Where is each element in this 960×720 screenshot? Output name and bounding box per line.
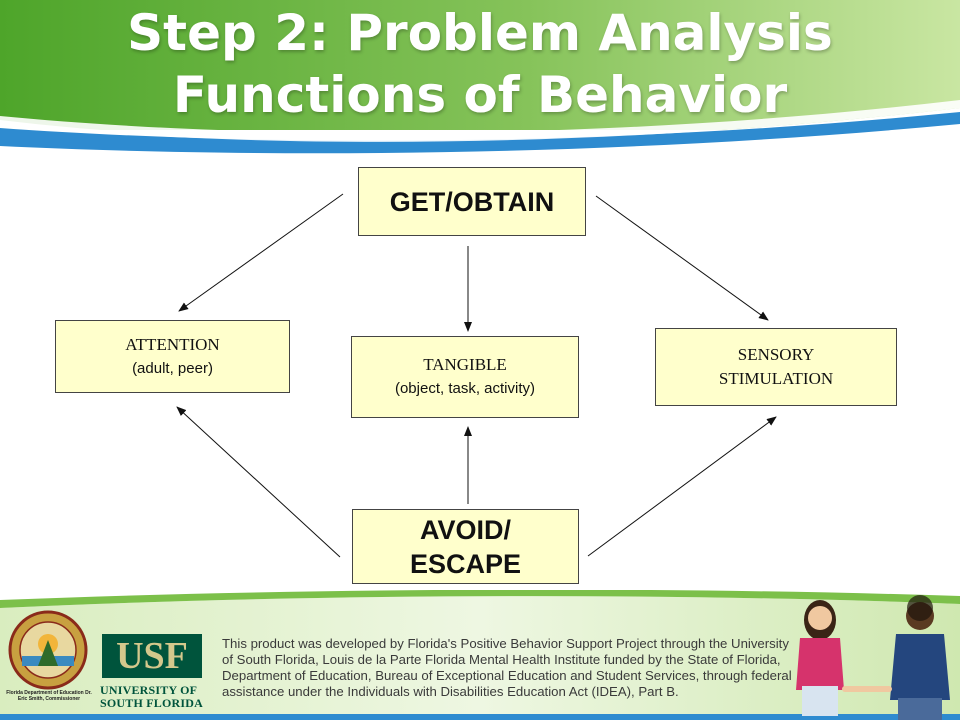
- usf-logo: USF: [102, 634, 202, 678]
- florida-seal-icon: [8, 610, 88, 690]
- arrow-get-to-sensory: [595, 195, 769, 321]
- title-line-2: Functions of Behavior: [172, 66, 788, 124]
- usf-name: UNIVERSITY OF SOUTH FLORIDA: [100, 684, 210, 710]
- box-attention: ATTENTION (adult, peer): [55, 320, 290, 393]
- title-line-1: Step 2: Problem Analysis: [127, 4, 833, 62]
- box-avoid-escape: AVOID/ ESCAPE: [352, 509, 579, 584]
- arrow-get-to-attention: [178, 193, 344, 312]
- arrow-avoid-to-sensory: [587, 416, 777, 557]
- attention-label: ATTENTION: [125, 334, 220, 354]
- children-photo-icon: [796, 595, 950, 720]
- avoid-label-line2: ESCAPE: [409, 548, 522, 579]
- arrow-avoid-to-attention: [176, 406, 341, 558]
- avoid-label-line1: AVOID/: [419, 514, 511, 545]
- sensory-label-line2: STIMULATION: [718, 369, 834, 388]
- footer-background: [0, 590, 960, 720]
- usf-name-line1: UNIVERSITY OF: [100, 683, 198, 697]
- box-get-obtain: GET/OBTAIN: [358, 167, 586, 236]
- header-banner: Step 2: Problem Analysis Functions of Be…: [0, 0, 960, 160]
- seal-caption: Florida Department of Education Dr. Eric…: [6, 690, 92, 702]
- tangible-label: TANGIBLE: [423, 355, 507, 374]
- attention-detail: (adult, peer): [132, 359, 213, 377]
- box-sensory-stimulation: SENSORY STIMULATION: [655, 328, 897, 406]
- usf-name-line2: SOUTH FLORIDA: [100, 696, 203, 710]
- credit-text: This product was developed by Florida's …: [222, 636, 792, 699]
- box-tangible: TANGIBLE (object, task, activity): [351, 336, 579, 418]
- sensory-label-line1: SENSORY: [737, 345, 815, 364]
- header-background: [0, 0, 960, 160]
- get-obtain-label: GET/OBTAIN: [389, 186, 555, 217]
- tangible-detail: (object, task, activity): [394, 380, 536, 397]
- footer: Florida Department of Education Dr. Eric…: [0, 590, 960, 720]
